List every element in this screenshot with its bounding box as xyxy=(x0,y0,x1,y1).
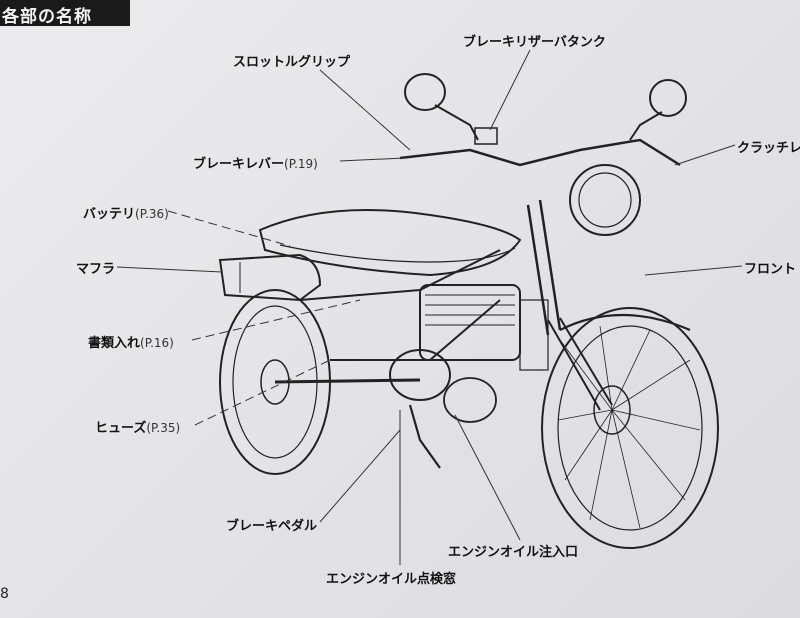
leader-front xyxy=(644,265,743,276)
label-throttle-grip: スロットルグリップ xyxy=(233,55,351,70)
headlight xyxy=(569,164,641,236)
leader-throttle-grip xyxy=(319,69,411,151)
section-header: 各部の名称 xyxy=(0,0,130,27)
label-oil-filler: エンジンオイル注入口 xyxy=(448,545,579,560)
leader-brake-reservoir xyxy=(489,49,531,131)
left-mirror xyxy=(404,73,446,111)
leader-fuse xyxy=(194,359,331,426)
brake-lever-ref: (P.19) xyxy=(284,157,318,171)
leader-oil-filler xyxy=(454,414,521,541)
front-wheel xyxy=(541,307,719,549)
section-title: 各部の名称 xyxy=(2,7,92,27)
label-fuse: ヒューズ(P.35) xyxy=(95,417,180,436)
page-number: 8 xyxy=(0,586,9,602)
label-muffler: マフラ xyxy=(76,262,116,277)
battery-ref: (P.36) xyxy=(135,207,169,221)
fuse-ref: (P.35) xyxy=(146,421,181,435)
leader-clutch-lever xyxy=(674,144,736,166)
fuse-text: ヒューズ xyxy=(95,421,147,436)
label-clutch-lever: クラッチレ xyxy=(737,141,800,156)
leader-muffler xyxy=(116,266,223,273)
battery-text: バッテリ xyxy=(83,207,136,222)
leader-brake-lever xyxy=(339,157,406,162)
leader-battery xyxy=(167,210,291,247)
leader-brake-pedal xyxy=(319,429,401,523)
label-brake-reservoir: ブレーキリザーバタンク xyxy=(463,35,606,50)
label-oil-inspection-window: エンジンオイル点検窓 xyxy=(326,572,457,587)
label-battery: バッテリ(P.36) xyxy=(83,203,169,222)
document-holder-text: 書類入れ xyxy=(88,336,141,351)
brake-lever-text: ブレーキレバー xyxy=(193,157,285,172)
label-document-holder: 書類入れ(P.16) xyxy=(88,332,174,351)
right-mirror xyxy=(649,79,687,117)
document-holder-ref: (P.16) xyxy=(140,336,174,350)
label-brake-lever: ブレーキレバー(P.19) xyxy=(193,153,318,172)
leader-document-holder xyxy=(191,299,361,341)
label-brake-pedal: ブレーキペダル xyxy=(226,519,318,534)
label-front: フロント xyxy=(744,262,797,277)
